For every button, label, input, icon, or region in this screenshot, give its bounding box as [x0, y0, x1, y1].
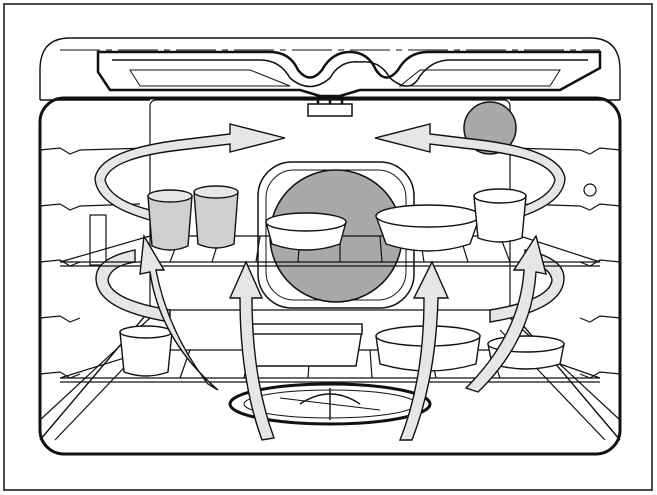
outer-border	[3, 3, 653, 491]
circulation-arrow-icon	[139, 233, 547, 441]
heating-element-icon	[96, 50, 602, 117]
upper-dishes	[147, 185, 527, 252]
circulation-arrow-icon	[94, 123, 566, 323]
